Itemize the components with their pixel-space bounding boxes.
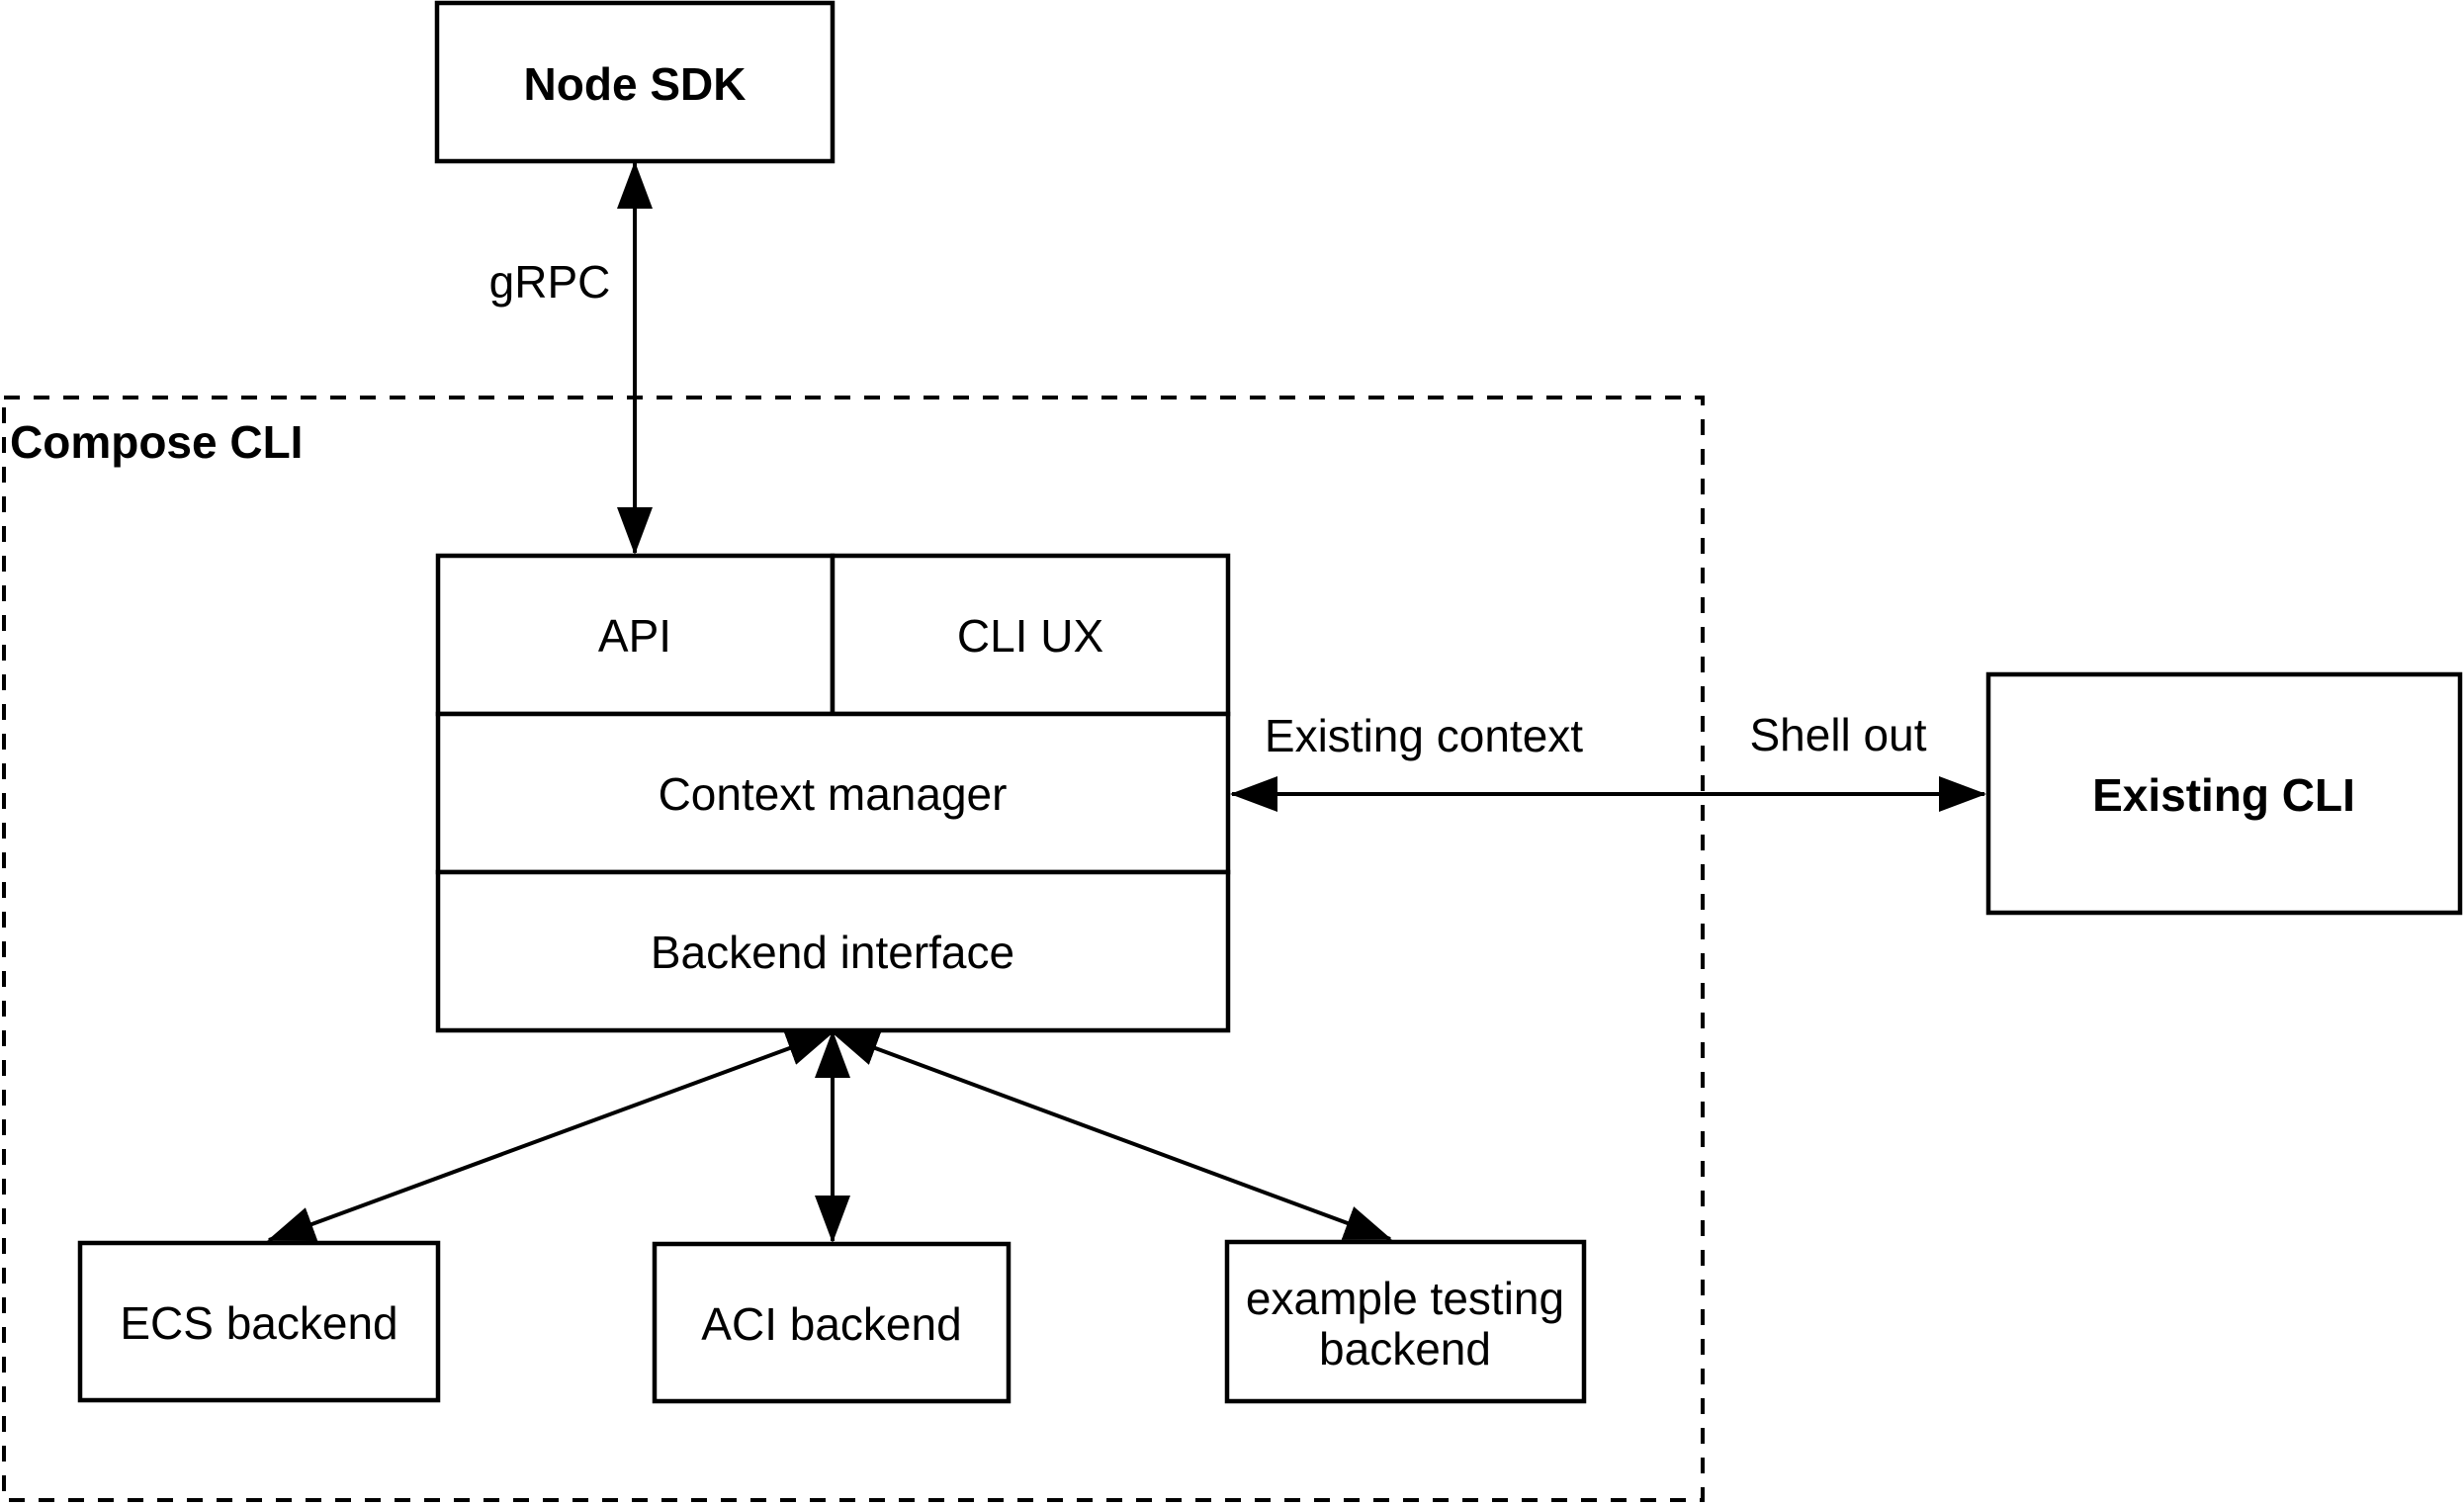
compose-cli-group-frame: [2, 396, 1705, 1502]
existing-cli-label: Existing CLI: [2092, 769, 2355, 821]
edge-label-shell-out: Shell out: [1749, 709, 1926, 760]
backend-interface-box: [435, 869, 1231, 1033]
edge-label-grpc: gRPC: [489, 256, 611, 308]
example-testing-backend-box: [1224, 1239, 1587, 1404]
context-manager-box: [435, 711, 1231, 875]
context-manager-label: Context manager: [659, 768, 1008, 820]
aci-backend-box: [652, 1241, 1012, 1404]
edge-backendinterface-exampletesting: [831, 1030, 1392, 1241]
compose-cli-group-label: Compose CLI: [10, 416, 303, 468]
edge-label-existing-context: Existing context: [1265, 710, 1583, 761]
edge-backendinterface-ecs: [267, 1030, 835, 1242]
api-label: API: [598, 610, 671, 662]
aci-backend-label: ACI backend: [701, 1298, 961, 1350]
example-testing-backend-label-line1: example testing: [1246, 1273, 1564, 1324]
ecs-backend-box: [77, 1240, 441, 1403]
cli-ux-label: CLI UX: [957, 610, 1103, 662]
ecs-backend-label: ECS backend: [120, 1297, 397, 1349]
example-testing-backend-label-line2: backend: [1319, 1323, 1491, 1374]
node-sdk-box: [434, 0, 836, 164]
existing-cli-box: [1985, 671, 2463, 916]
node-sdk-label: Node SDK: [524, 58, 747, 110]
api-box: [435, 553, 836, 717]
backend-interface-label: Backend interface: [651, 927, 1014, 978]
